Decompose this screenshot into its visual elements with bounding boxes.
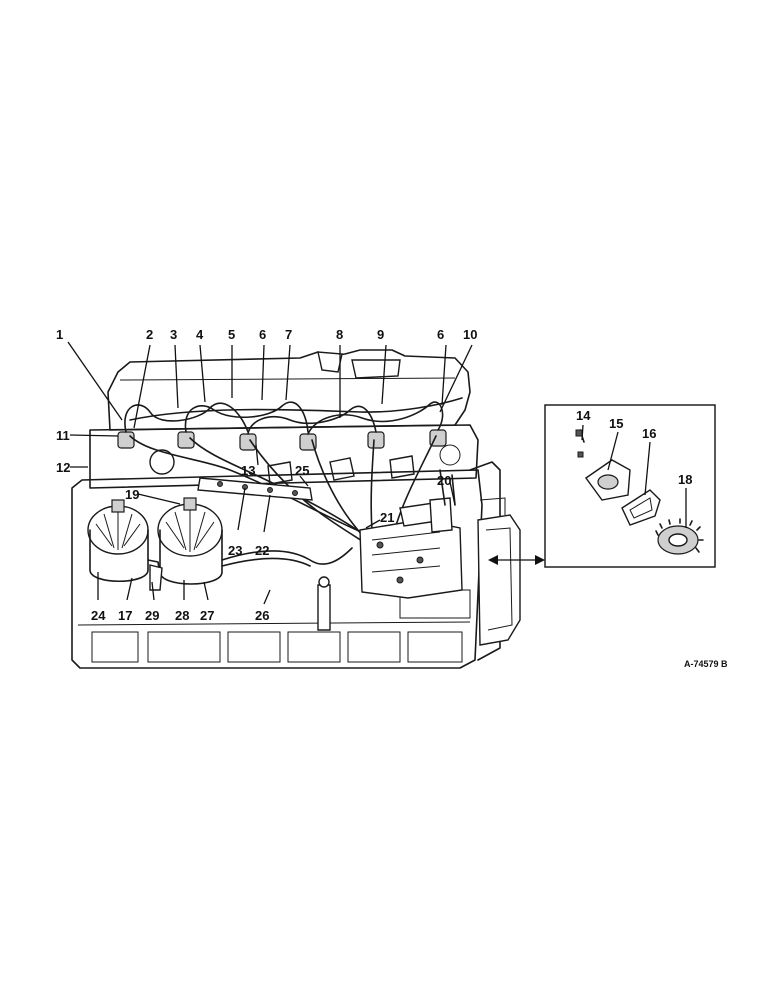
figure-reference: A-74579 B <box>684 659 728 669</box>
callout-10: 9 <box>377 327 384 342</box>
callout-11: 6 <box>437 327 444 342</box>
callout-3: 1 <box>56 327 63 342</box>
callout-15: 15 <box>609 416 623 431</box>
callout-13: 13 <box>241 463 255 478</box>
callout-5: 3 <box>170 327 177 342</box>
fuel-filters <box>87 497 223 591</box>
leader-lines <box>67 341 687 605</box>
callout-25: 25 <box>295 463 309 478</box>
injector-nozzles <box>117 429 447 451</box>
callout-6-right: 8 <box>336 327 343 342</box>
callout-16: 16 <box>642 426 656 441</box>
callout-2: 11 <box>56 428 70 443</box>
callout-19: 19 <box>125 487 139 502</box>
callout-8: 6 <box>259 327 266 342</box>
callout-6-left: 4 <box>196 327 204 342</box>
callout-27: 27 <box>200 608 214 623</box>
callout-26: 26 <box>255 608 269 623</box>
callout-20: 20 <box>437 473 451 488</box>
callout-9: 7 <box>285 327 292 342</box>
callout-4: 2 <box>146 327 153 342</box>
callout-7: 5 <box>228 327 235 342</box>
callout-18: 18 <box>678 472 692 487</box>
callout-17: 17 <box>118 608 132 623</box>
gear-18-illustration <box>655 518 704 555</box>
callout-28: 28 <box>175 608 189 623</box>
callout-23: 23 <box>228 543 242 558</box>
inset-detail-box <box>544 404 716 568</box>
callout-21: 21 <box>380 510 394 525</box>
engine-block-illustration <box>71 349 521 669</box>
callout-labels: 1 2 3 4 5 6 7 8 9 6 10 11 12 13 25 19 20… <box>56 327 692 623</box>
callout-1: 12 <box>56 460 70 475</box>
callout-14: 14 <box>576 408 591 423</box>
callout-22: 22 <box>255 543 269 558</box>
callout-29: 29 <box>145 608 159 623</box>
callout-12: 10 <box>463 327 477 342</box>
callout-24: 24 <box>91 608 106 623</box>
double-arrow <box>488 555 545 565</box>
